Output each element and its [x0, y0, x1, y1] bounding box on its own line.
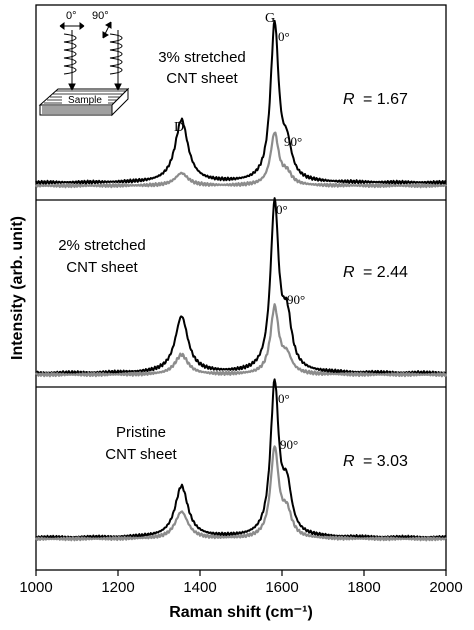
panel1-90deg-label: 90° [284, 134, 302, 149]
x-axis-ticks: 1000 1200 1400 1600 1800 2000 [19, 570, 463, 596]
x-tick-label-1200: 1200 [101, 579, 134, 596]
panel1-ratio-value: = 1.67 [363, 91, 408, 108]
d-peak-label: D [174, 120, 184, 135]
beam-90deg [102, 21, 123, 91]
polarization-inset: Sample 0° 90° [38, 10, 130, 117]
panel3-ratio-symbol: R [343, 453, 355, 470]
beam-0deg [59, 22, 85, 91]
panel2-90deg-label: 90° [287, 292, 305, 307]
panel2-ratio-value: = 2.44 [363, 264, 408, 281]
panel1-label-line1: 3% stretched [158, 49, 246, 66]
panel1-ratio-symbol: R [343, 91, 355, 108]
panel3-spectrum-90deg [34, 445, 447, 542]
panel2-label-line1: 2% stretched [58, 237, 146, 254]
x-axis-title: Raman shift (cm⁻¹) [169, 604, 313, 621]
spectra-lines [34, 19, 448, 542]
g-peak-label: G [265, 11, 275, 26]
inset-90deg-label: 90° [92, 10, 109, 22]
panel3-0deg-label: 0° [278, 391, 290, 406]
panel3-ratio-value: = 3.03 [363, 453, 408, 470]
panel1-ratio: R = 1.67 [343, 91, 408, 108]
x-tick-label-1600: 1600 [265, 579, 298, 596]
panel2-ratio: R = 2.44 [343, 264, 408, 281]
panel2-label-line2: CNT sheet [66, 259, 138, 276]
panel3-label-line1: Pristine [116, 424, 166, 441]
panel2-spectrum-0deg [35, 197, 447, 376]
x-tick-label-1800: 1800 [347, 579, 380, 596]
panel2-0deg-label: 0° [276, 202, 288, 217]
sample-plate: Sample [38, 87, 130, 117]
panel1-0deg-label: 0° [278, 29, 290, 44]
inset-0deg-label: 0° [66, 10, 77, 22]
panel3-label-line2: CNT sheet [105, 446, 177, 463]
panel3-90deg-label: 90° [280, 437, 298, 452]
y-axis-title: Intensity (arb. unit) [9, 216, 26, 360]
panel2-ratio-symbol: R [343, 264, 355, 281]
panel1-spectrum-0deg [35, 19, 447, 185]
panel1-label-line2: CNT sheet [166, 70, 238, 87]
panel1-spectrum-90deg [35, 131, 447, 189]
plot-frame [35, 4, 447, 571]
sample-label: Sample [68, 95, 102, 106]
x-tick-label-2000: 2000 [429, 579, 462, 596]
x-tick-label-1400: 1400 [183, 579, 216, 596]
panel2-spectrum-90deg [35, 303, 448, 378]
x-tick-label-1000: 1000 [19, 579, 52, 596]
panel3-ratio: R = 3.03 [343, 453, 408, 470]
